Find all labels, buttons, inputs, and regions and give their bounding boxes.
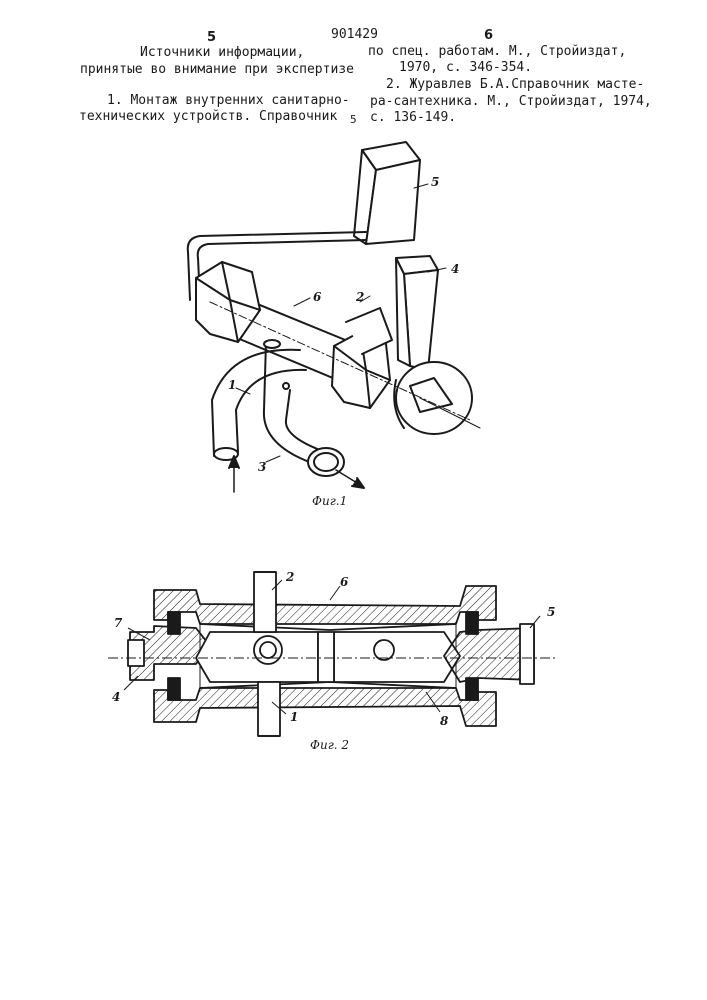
fig2-label-6: 6 [340, 575, 348, 589]
fig2-label-7: 7 [114, 616, 122, 630]
pipe-2-section [254, 572, 276, 632]
figure-2-caption: Фиг. 2 [310, 738, 349, 752]
fig2-label-8: 8 [440, 714, 448, 728]
fig2-label-1: 1 [290, 710, 298, 724]
fig2-label-5: 5 [547, 605, 555, 619]
fig2-label-4: 4 [112, 690, 120, 704]
pipe-1-section [258, 682, 280, 736]
shaft-right [444, 624, 534, 684]
valve-plug [196, 632, 460, 682]
fig2-label-2: 2 [286, 570, 294, 584]
